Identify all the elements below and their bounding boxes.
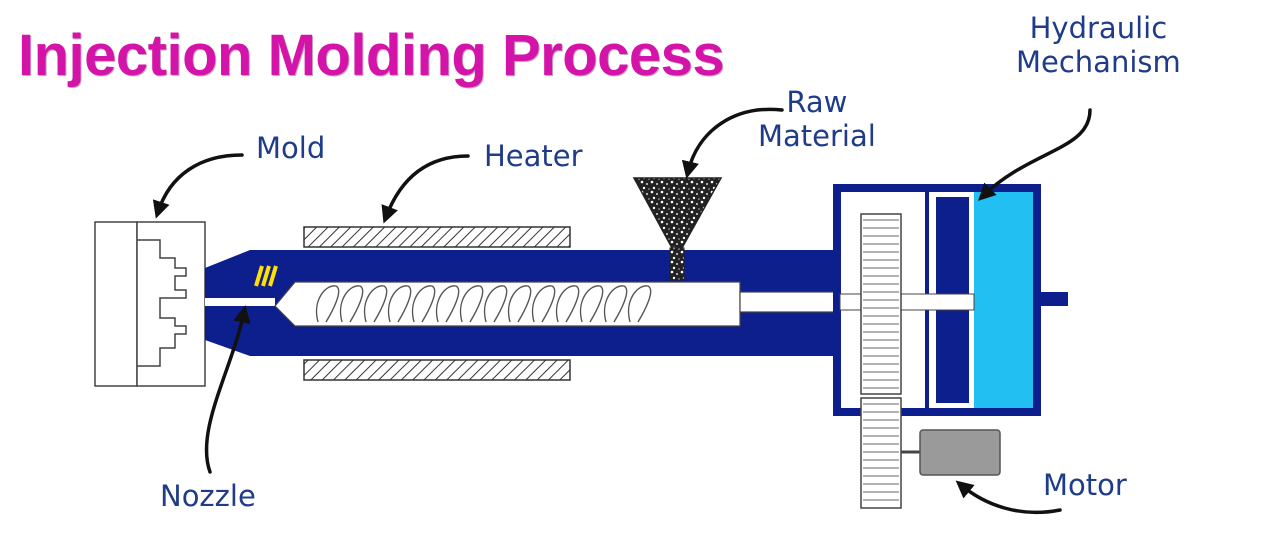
screw [315,285,652,323]
diagram-title: Injection Molding Process [18,23,725,88]
raw-material-arrow [681,107,784,179]
heater-arrow [381,154,470,224]
gear-lower [860,397,902,509]
nozzle-arrow [204,305,251,474]
label-hydraulic-line1: Hydraulic [1029,11,1168,45]
label-raw-material-line1: Raw [786,85,848,119]
heater-bottom [303,359,571,381]
nozzle-mark [254,265,278,287]
gear-upper [860,213,902,395]
raw-material-hopper [632,177,723,281]
mold [94,221,206,387]
label-nozzle: Nozzle [160,479,256,513]
hydraulic-arrow [977,108,1092,201]
label-mold: Mold [256,131,326,165]
barrel [205,250,841,356]
heater-top [303,226,571,248]
mold-arrow [152,153,244,219]
label-raw-material-line2: Material [758,119,876,153]
motor-arrow [955,480,1062,515]
label-raw-material: Raw Material [758,85,876,153]
label-heater: Heater [484,139,583,173]
label-motor: Motor [1043,468,1127,502]
motor [901,429,1001,476]
label-hydraulic-mechanism: Hydraulic Mechanism [1016,11,1181,79]
label-hydraulic-line2: Mechanism [1016,45,1181,79]
